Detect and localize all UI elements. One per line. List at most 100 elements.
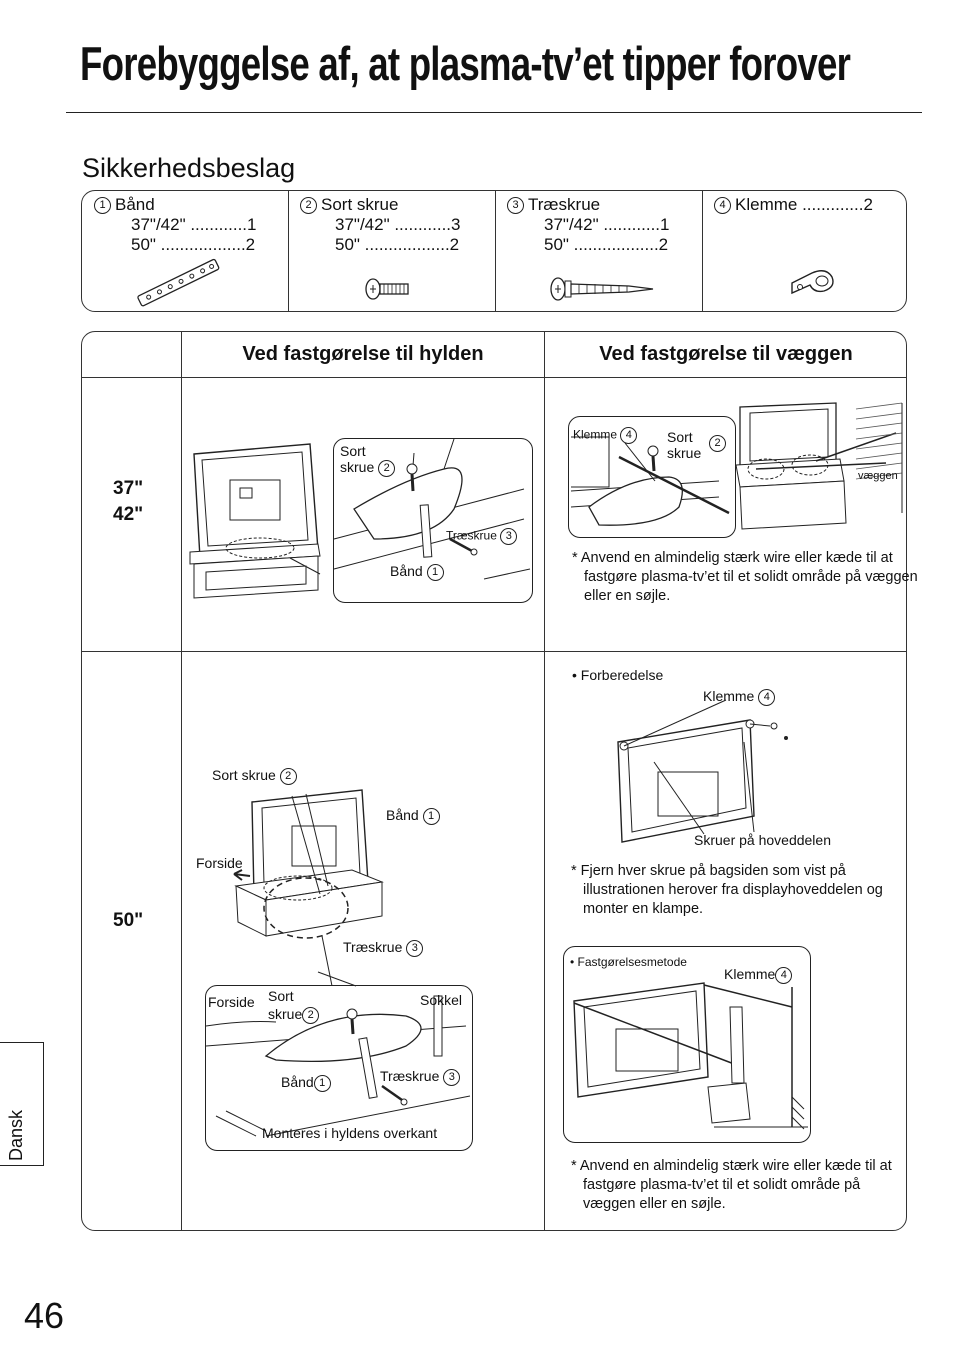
clamp-icon: [791, 270, 834, 295]
label-band: Bånd 1: [386, 807, 444, 825]
label-sort-skrue: Sort: [340, 443, 366, 459]
label-traeskrue: Træskrue 3: [380, 1068, 464, 1086]
row-label-37-42: 37" 42": [113, 476, 143, 528]
part-qty: 50" ..................2: [335, 235, 460, 254]
label-text: Træskrue: [380, 1068, 440, 1084]
label-sort-skrue: skrue: [667, 445, 702, 461]
callout-number: 4: [758, 688, 776, 706]
size-label: 42": [113, 504, 144, 525]
size-label: 37": [113, 478, 144, 499]
part-name: Sort skrue: [321, 195, 399, 214]
label-text: Bånd: [386, 807, 419, 823]
table-col-divider: [181, 332, 182, 1230]
part-qty: 50" ..................2: [544, 235, 669, 254]
label-text: Træskrue: [343, 939, 403, 955]
callout-number: 3: [406, 939, 424, 957]
label-sort-skrue: skrue 2: [340, 459, 399, 477]
table-header-divider: [82, 377, 906, 378]
label-forside: Forside: [208, 994, 255, 1010]
label-text: Klemme: [573, 427, 618, 442]
prep-heading: • Forberedelse: [572, 667, 664, 683]
label-sort-skrue: Sort: [268, 988, 294, 1004]
part-qty: 37"/42" ............1: [544, 215, 670, 234]
callout-number: 4: [620, 427, 638, 444]
callout-number: 3: [443, 1068, 461, 1086]
row-label-50: 50": [113, 910, 144, 931]
callout-number: 3: [500, 528, 518, 545]
page-title: Forebyggelse af, at plasma-tv’et tipper …: [80, 37, 851, 90]
tv-50-on-shelf-illustration: [233, 789, 384, 987]
shelf-edge-detail-drawing: [205, 971, 471, 1137]
callout-number: 4: [775, 966, 793, 984]
label-band: Bånd 1: [390, 563, 448, 581]
part-qty: 37"/42" ............1: [131, 215, 257, 234]
part-name: Klemme .............2: [735, 195, 873, 214]
callout-number: 2: [709, 435, 726, 452]
wall-detail-drawing: [570, 436, 730, 526]
table-row-divider: [82, 651, 906, 652]
label-text: Træskrue: [446, 528, 497, 543]
callout-number: 2: [302, 1006, 320, 1024]
callout-number: 1: [426, 563, 444, 581]
wood-screw-icon: [550, 277, 654, 301]
part-qty: 50" ..................2: [131, 235, 256, 254]
wall-note-37-42: * Anvend en almindelig stærk wire eller …: [572, 550, 918, 604]
method-heading: • Fastgørelsesmetode: [570, 955, 687, 969]
method-drawing: [573, 982, 808, 1130]
part-number: 3: [507, 197, 524, 215]
label-traeskrue: Træskrue 3: [343, 939, 427, 957]
label-text: Klemme: [724, 966, 776, 982]
strap-icon: [137, 258, 220, 307]
parts-divider: [495, 191, 496, 311]
mounting-table: Ved fastgørelse til hylden Ved fastgørel…: [81, 331, 907, 1231]
part-name: Bånd: [115, 195, 155, 214]
label-text: Klemme: [703, 688, 755, 704]
prep-note: * Fjern hver skrue på bagsiden som vist …: [571, 863, 883, 917]
section-heading: Sikkerhedsbeslag: [82, 153, 296, 183]
label-klemme: Klemme 4: [703, 688, 779, 706]
label-klemme: Klemme 4: [573, 427, 641, 444]
part-number: 4: [714, 197, 731, 215]
wall-note-50: * Anvend en almindelig stærk wire eller …: [571, 1158, 892, 1212]
label-vaeggen: væggen: [858, 470, 898, 482]
part-number: 1: [94, 197, 111, 215]
part-qty: 37"/42" ............3: [335, 215, 461, 234]
parts-divider: [288, 191, 289, 311]
shelf-detail-callout: Sort skrue 2 Træskrue 3 Bånd 1: [333, 438, 533, 603]
label-text: skrue: [340, 459, 375, 475]
label-text: Sort skrue: [212, 767, 276, 783]
callout-number: 1: [313, 1074, 331, 1092]
column-header-wall: Ved fastgørelse til væggen: [599, 343, 853, 365]
tv-back-prep-illustration: [617, 699, 788, 843]
part-name: Træskrue: [528, 195, 601, 214]
callout-number: 1: [422, 807, 440, 825]
label-text: Bånd: [281, 1074, 314, 1090]
shelf-detail-drawing: [333, 438, 531, 580]
tv-wall-illustration: [735, 402, 903, 530]
label-sort-skrue: Sort: [667, 429, 693, 445]
parts-divider: [702, 191, 703, 311]
label-caption: Monteres i hyldens overkant: [262, 1125, 438, 1141]
black-screw-icon: [365, 278, 409, 300]
part-number: 2: [300, 197, 317, 215]
label-forside: Forside: [196, 855, 243, 871]
language-tab: Dansk: [0, 1042, 44, 1166]
title-divider: [66, 112, 922, 113]
callout-number: 2: [378, 459, 396, 477]
label-skruer: Skruer på hoveddelen: [694, 832, 831, 848]
tv-on-shelf-illustration: [189, 443, 321, 599]
page-number: 46: [24, 1295, 65, 1336]
column-header-shelf: Ved fastgørelse til hylden: [242, 343, 484, 365]
language-tab-label: Dansk: [6, 1109, 26, 1161]
label-sokkel: Sokkel: [420, 992, 463, 1008]
